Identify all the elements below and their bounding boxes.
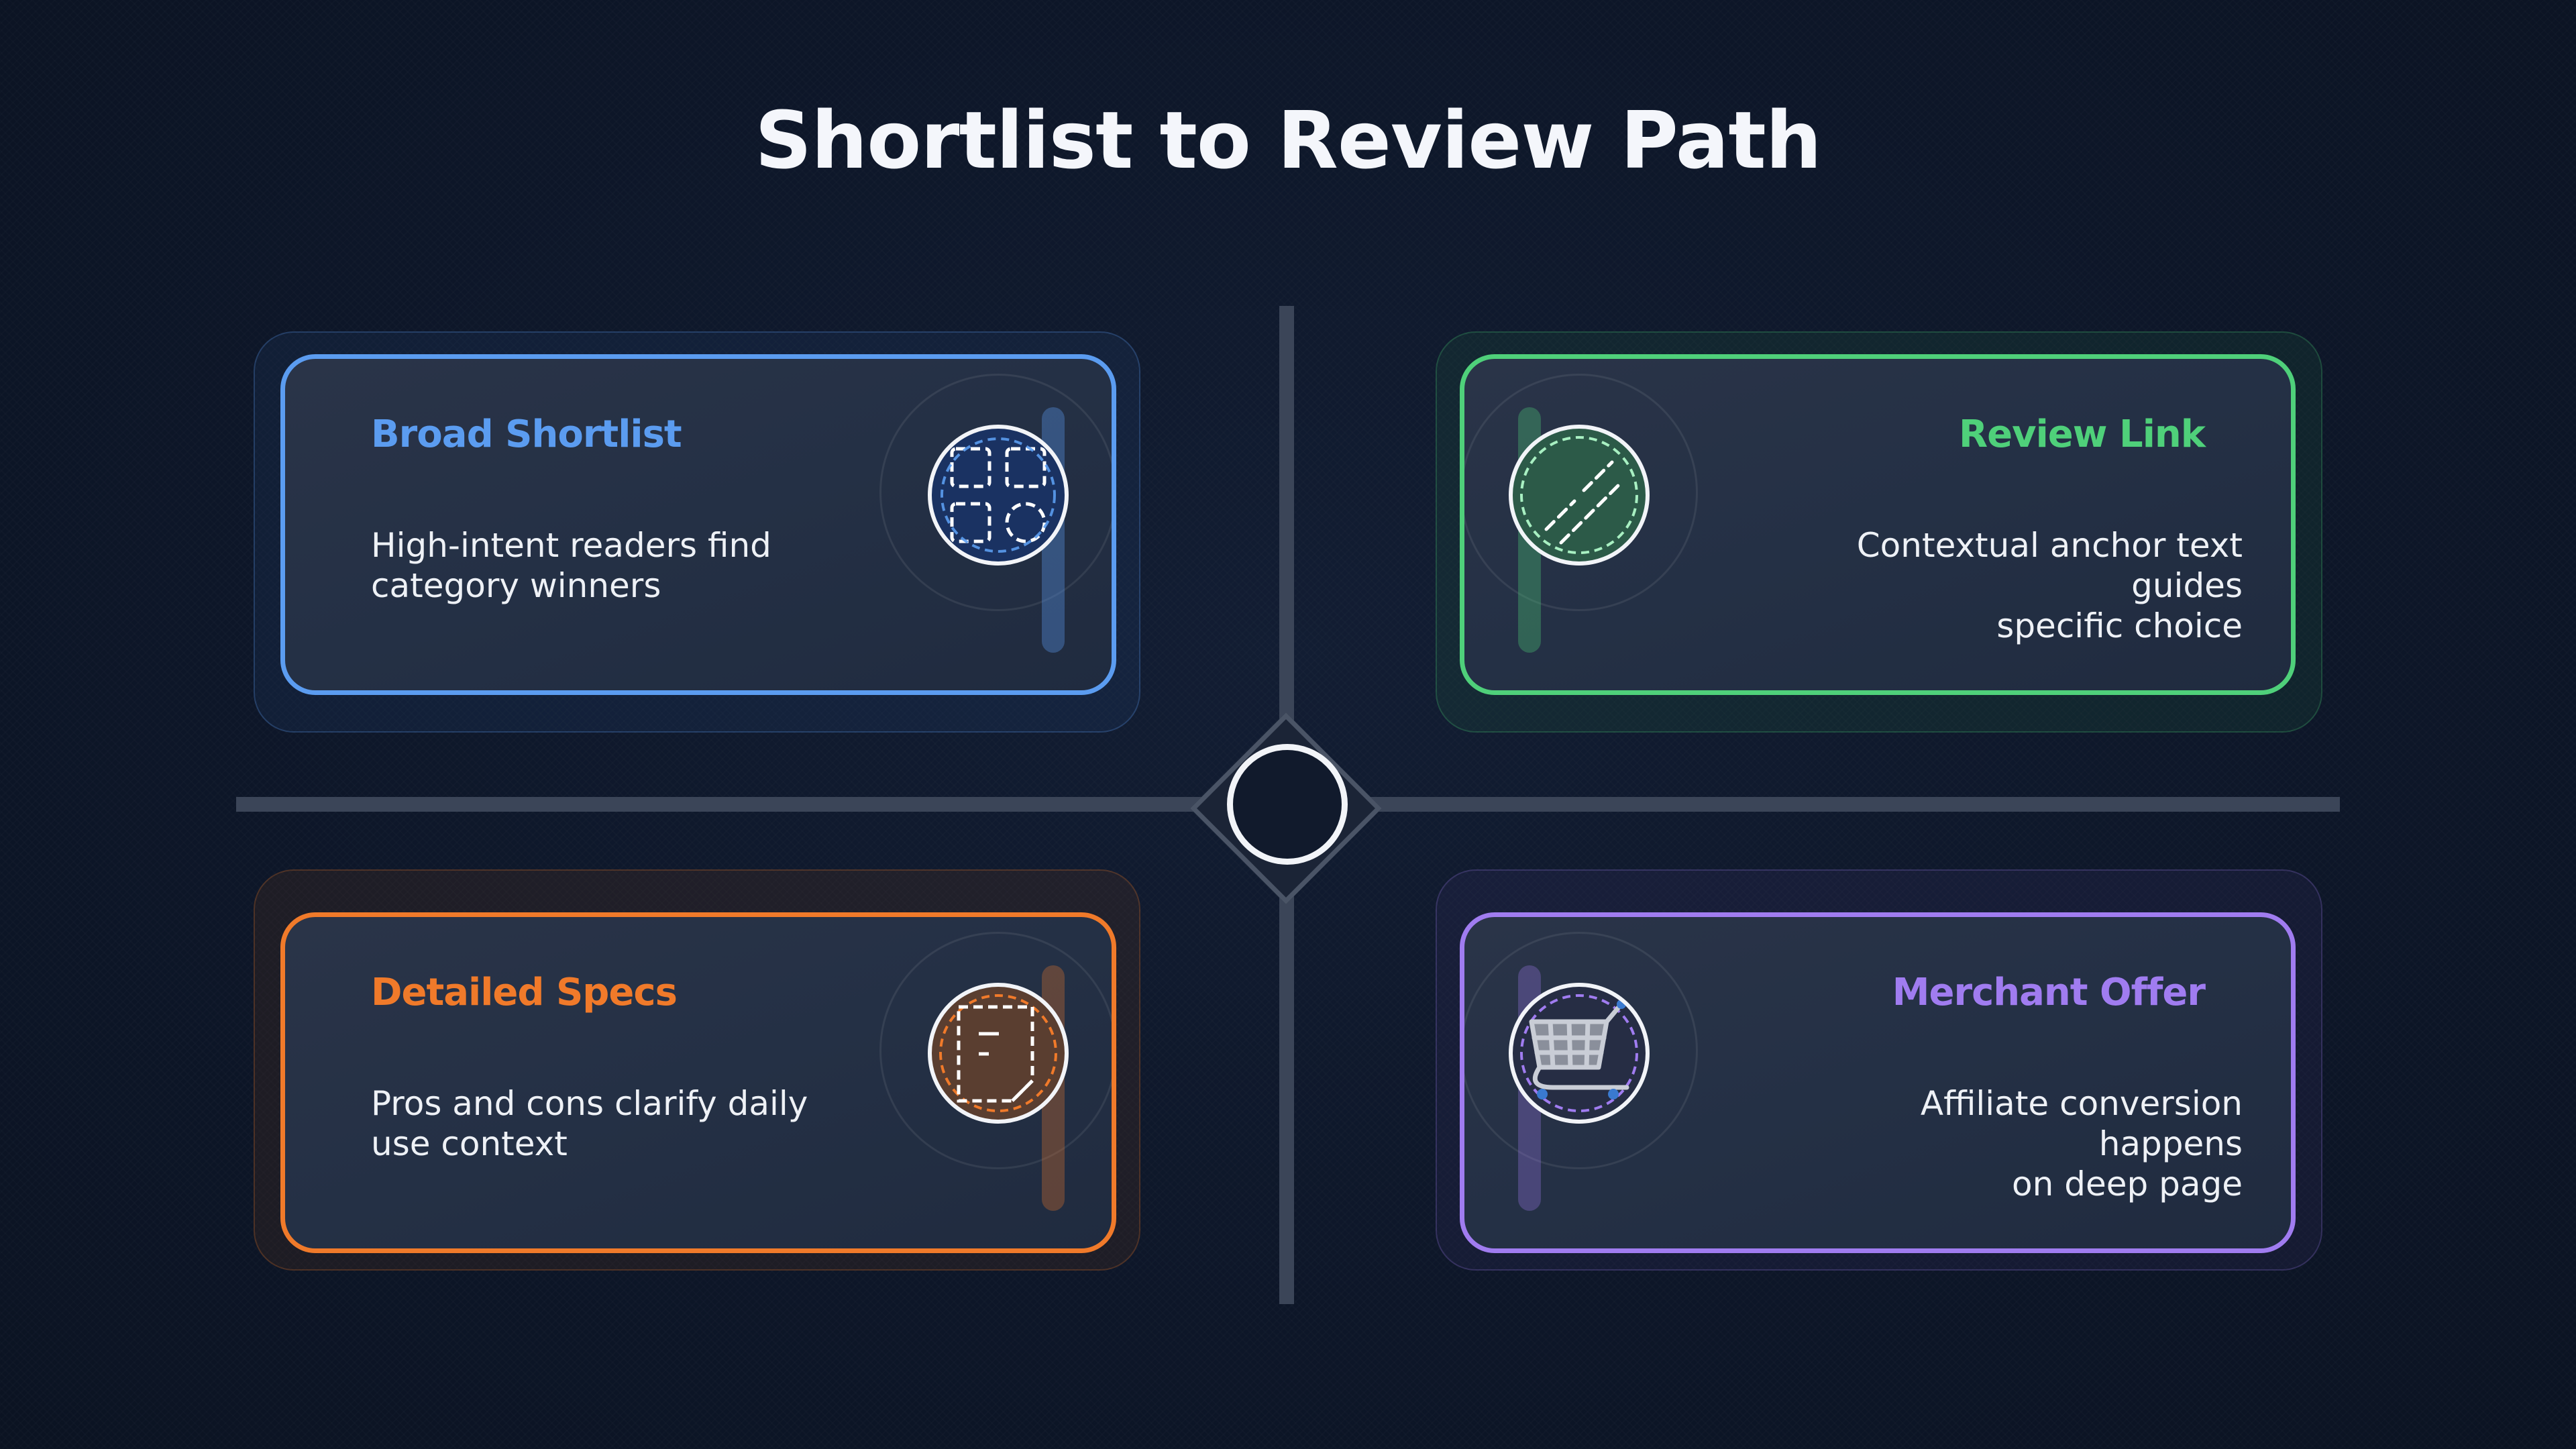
description-line: High-intent readers find <box>371 526 771 565</box>
link-icon <box>1509 425 1650 566</box>
icon-halo <box>879 374 1112 611</box>
description-line: specific choice <box>1996 606 2243 645</box>
card-merchant-offer[interactable]: Merchant Offer Affiliate conversion happ… <box>1460 912 2296 1253</box>
card-description: Affiliate conversion happens on deep pag… <box>1773 1083 2243 1204</box>
icon-halo <box>1464 374 1698 611</box>
description-line: on deep page <box>2012 1165 2243 1203</box>
description-line: use context <box>371 1124 568 1163</box>
description-line: Affiliate conversion happens <box>1920 1084 2243 1163</box>
description-line: Contextual anchor text guides <box>1856 526 2243 605</box>
card-review-link[interactable]: Review Link Contextual anchor text guide… <box>1460 354 2296 695</box>
shopping-cart-icon <box>1509 983 1650 1124</box>
card-description: Contextual anchor text guides specific c… <box>1773 525 2243 646</box>
card-description: Pros and cons clarify daily use context <box>371 1083 841 1164</box>
hub-node <box>1227 744 1348 865</box>
card-description: High-intent readers find category winner… <box>371 525 841 606</box>
description-line: category winners <box>371 566 661 605</box>
card-detailed-specs[interactable]: Detailed Specs Pros and cons clarify dai… <box>280 912 1116 1253</box>
document-icon <box>928 983 1069 1124</box>
icon-halo <box>879 932 1112 1169</box>
card-heading: Merchant Offer <box>1892 971 2206 1014</box>
description-line: Pros and cons clarify daily <box>371 1084 808 1123</box>
grid-shapes-icon <box>928 425 1069 566</box>
icon-halo <box>1464 932 1698 1169</box>
card-heading: Broad Shortlist <box>371 413 682 456</box>
page-title: Shortlist to Review Path <box>755 94 1822 186</box>
card-heading: Detailed Specs <box>371 971 678 1014</box>
card-heading: Review Link <box>1959 413 2206 456</box>
card-broad-shortlist[interactable]: Broad Shortlist High-intent readers find… <box>280 354 1116 695</box>
